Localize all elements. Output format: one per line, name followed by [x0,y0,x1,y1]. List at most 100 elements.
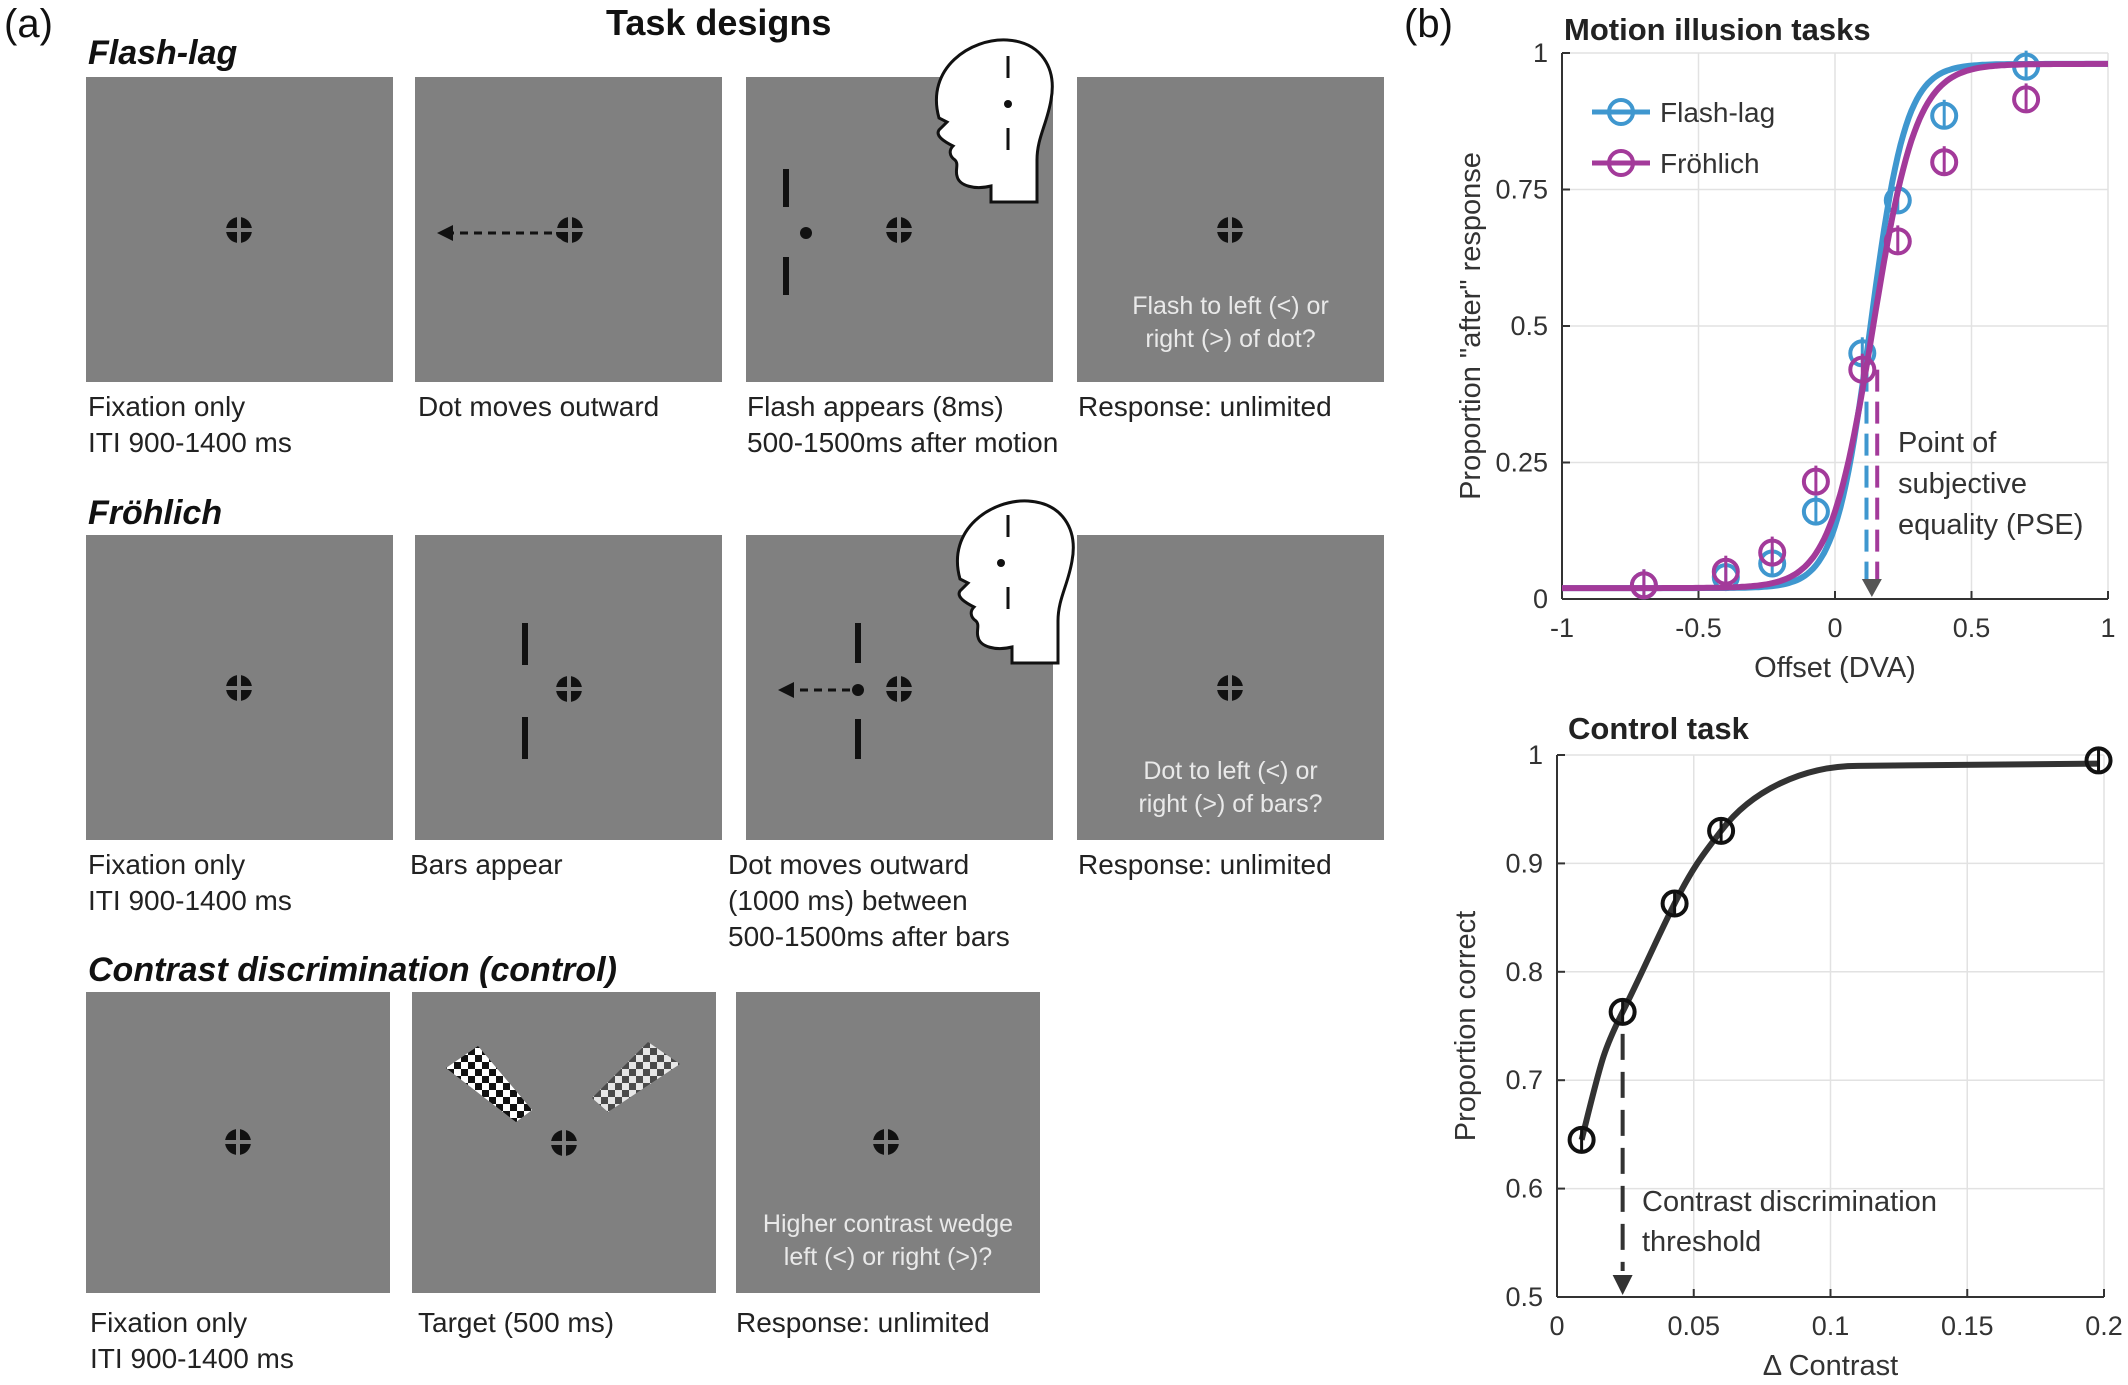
threshold-arrow-icon [1612,1275,1633,1295]
y-tick-label: 0 [1533,584,1548,614]
x-tick-label: 0 [1827,613,1842,643]
response-prompt: Flash to left (<) or right (>) of dot? [1077,290,1384,356]
pse-annotation: equality (PSE) [1898,509,2083,541]
head-icon [935,38,1054,204]
x-tick-label: -1 [1550,613,1574,643]
legend-label: Fröhlich [1660,148,1760,179]
caption-line: Fixation only [88,849,246,880]
x-tick-label: 0.1 [1812,1311,1850,1341]
x-tick-label: 0.15 [1941,1311,1994,1341]
flash-lag-screen-motion [415,77,722,382]
caption: Fixation only ITI 900-1400 ms [90,1305,294,1377]
chart-title: Control task [1568,711,1750,746]
legend-marker [1607,98,1635,126]
panel-b-label: (b) [1404,2,1453,46]
x-tick-label: 0.2 [2085,1311,2123,1341]
caption: Dot moves outward (1000 ms) between 500-… [728,847,1010,955]
fixation-cross-icon [885,216,913,244]
caption-line: 500-1500ms after bars [728,921,1010,952]
fixation-cross-icon [1216,674,1244,702]
y-tick-label: 0.5 [1510,311,1548,341]
y-axis-label: Proportion correct [1450,911,1482,1142]
x-tick-label: -0.5 [1675,613,1722,643]
response-prompt-line: right (>) of bars? [1138,790,1323,818]
frohlich-screen-response: Dot to left (<) or right (>) of bars? [1077,535,1384,840]
y-tick-label: 0.5 [1505,1282,1543,1312]
pse-arrow-icon [1861,579,1882,597]
caption-line: Response: unlimited [736,1307,990,1338]
y-tick-label: 0.25 [1495,448,1548,478]
response-prompt-line: right (>) of dot? [1145,325,1316,353]
response-prompt-line: left (<) or right (>)? [783,1243,993,1271]
caption-line: ITI 900-1400 ms [88,427,292,458]
caption-line: ITI 900-1400 ms [88,885,292,916]
series-1 [1562,60,2108,600]
x-tick-label: 1 [2100,613,2115,643]
caption-line: Target (500 ms) [418,1307,615,1338]
caption-line: 500-1500ms after motion [747,427,1059,458]
flash-bars-icon [783,169,812,295]
contrast-title: Contrast discrimination (control) [88,951,617,989]
x-tick-label: 0.05 [1667,1311,1720,1341]
response-prompt: Dot to left (<) or right (>) of bars? [1077,755,1384,821]
caption: Fixation only ITI 900-1400 ms [88,389,292,461]
legend-marker [1607,149,1635,177]
caption-line: Flash appears (8ms) [747,391,1004,422]
fixation-cross-icon [555,675,583,703]
dot-motion-arrow-icon [778,623,864,759]
caption-line: ITI 900-1400 ms [90,1343,294,1374]
bars-icon [522,623,528,759]
caption-line: Response: unlimited [1078,849,1332,880]
y-tick-label: 0.6 [1505,1174,1543,1204]
caption: Flash appears (8ms) 500-1500ms after mot… [747,389,1058,461]
pse-annotation: Point of [1898,427,1997,459]
y-tick-label: 0.9 [1505,848,1543,878]
contrast-screen-fixation [86,992,390,1293]
x-tick-label: 0 [1549,1311,1564,1341]
checkerboard-wedges-icon [446,1042,680,1122]
fixation-cross-icon [225,674,253,702]
fixation-cross-icon [872,1128,900,1156]
caption-line: (1000 ms) between [728,885,968,916]
x-tick-label: 0.5 [1953,613,1991,643]
frohlich-title: Fröhlich [88,494,223,532]
caption: Response: unlimited [1078,389,1332,425]
flash-lag-title: Flash-lag [88,34,238,72]
fixation-cross-icon [885,675,913,703]
y-tick-label: 1 [1528,740,1543,770]
legend-label: Flash-lag [1660,97,1775,128]
fit-curve [1562,60,2108,592]
response-prompt-line: Flash to left (<) or [1132,292,1329,320]
frohlich-screen-fixation [86,535,393,840]
caption: Target (500 ms) [418,1305,614,1341]
caption: Response: unlimited [736,1305,990,1341]
flash-lag-screen-response: Flash to left (<) or right (>) of dot? [1077,77,1384,382]
fixation-cross-icon [550,1129,578,1157]
response-prompt: Higher contrast wedge left (<) or right … [736,1208,1040,1274]
frohlich-screen-bars [415,535,722,840]
caption-line: Dot moves outward [728,849,970,880]
panel-a-label: (a) [4,2,53,46]
fixation-cross-icon [556,216,584,244]
caption: Response: unlimited [1078,847,1332,883]
contrast-screen-response: Higher contrast wedge left (<) or right … [736,992,1040,1293]
y-axis-label: Proportion "after" response [1455,152,1487,500]
caption-line: Fixation only [88,391,246,422]
fixation-cross-icon [224,1128,252,1156]
pse-annotation: subjective [1898,468,2027,500]
fixation-cross-icon [1216,216,1244,244]
y-tick-label: 1 [1533,38,1548,68]
threshold-annotation: Contrast discrimination [1642,1186,1937,1218]
caption-line: Response: unlimited [1078,391,1332,422]
caption: Fixation only ITI 900-1400 ms [88,847,292,919]
caption-line: Bars appear [410,849,563,880]
flash-lag-screen-fixation [86,77,393,382]
fixation-cross-icon [225,216,253,244]
caption-line: Dot moves outward [418,391,660,422]
contrast-screen-target [412,992,716,1293]
y-tick-label: 0.7 [1505,1065,1543,1095]
chart-title: Motion illusion tasks [1564,12,1871,47]
